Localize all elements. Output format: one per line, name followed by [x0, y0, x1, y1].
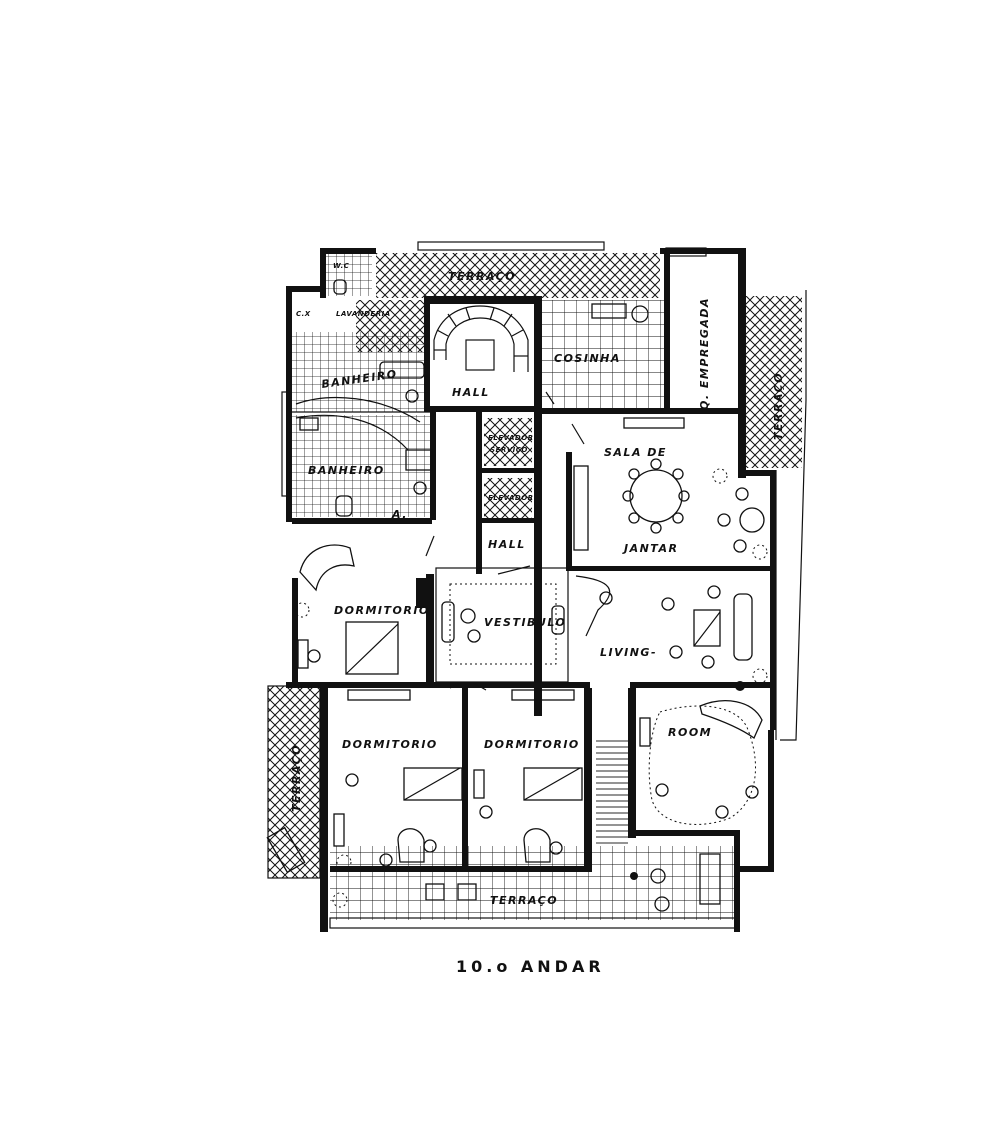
terrace-furniture	[266, 826, 721, 912]
walls	[286, 248, 776, 932]
thin-lines	[267, 241, 807, 929]
label-room: ROOM	[668, 726, 712, 739]
dormitorio-3-furniture	[473, 689, 583, 863]
label-hall-small: HALL	[488, 538, 526, 551]
vestibulo-furniture	[441, 583, 565, 665]
dormitorio-2-furniture	[333, 689, 463, 867]
terrace-top-hatch	[376, 253, 660, 298]
label-vestibulo: VESTIBULO	[484, 616, 566, 629]
label-dormitorio-1: DORMITORIO	[334, 604, 430, 617]
room-furniture	[639, 700, 763, 825]
bath-kitchen-fixtures	[299, 279, 649, 517]
label-sala-de-jantar-2: JANTAR	[622, 542, 678, 555]
terrace-left-hatch	[268, 686, 320, 878]
plants	[294, 468, 768, 908]
label-dormitorio-2: DORMITORIO	[342, 738, 438, 751]
plan-caption: 10.o ANDAR	[456, 957, 605, 976]
label-banheiro-2: BANHEIRO	[308, 464, 385, 477]
label-terraco-top: TERRAÇO	[448, 270, 516, 283]
dining-furniture	[573, 417, 765, 553]
doors	[425, 391, 585, 691]
label-wc: W.C	[333, 262, 350, 270]
label-terraco-bottom: TERRAÇO	[490, 894, 558, 907]
label-cx: C.X	[296, 310, 311, 318]
label-armario: A.	[391, 508, 408, 521]
wc-tile	[324, 252, 372, 296]
terrace-right-hatch	[746, 296, 802, 468]
label-terraco-right: TERRAÇO	[772, 372, 785, 440]
label-elevador-servico-2: SERVIÇO	[490, 446, 528, 454]
bath-2-tile	[290, 415, 430, 517]
label-living: LIVING-	[600, 646, 657, 659]
label-terraco-left: TERRAÇO	[290, 744, 303, 812]
label-cosinha: COSINHA	[554, 352, 621, 365]
label-elevador-servico-1: ELEVADOR	[488, 434, 534, 442]
spiral-stair	[433, 305, 529, 372]
elevator-service-hatch	[484, 418, 532, 466]
elevator-hatch	[484, 478, 532, 518]
label-elevador: ELEVADOR	[488, 494, 534, 502]
label-dormitorio-3: DORMITORIO	[484, 738, 580, 751]
stair-steps	[596, 740, 628, 846]
living-furniture	[575, 575, 753, 691]
label-quarto-empregada: Q. EMPREGADA	[698, 297, 711, 410]
label-sala-de-jantar-1: SALA DE	[604, 446, 667, 459]
dormitorio-1-furniture	[297, 544, 399, 675]
label-lavanderia: LAVANDERIA	[336, 310, 391, 318]
label-hall-stair: HALL	[452, 386, 490, 399]
